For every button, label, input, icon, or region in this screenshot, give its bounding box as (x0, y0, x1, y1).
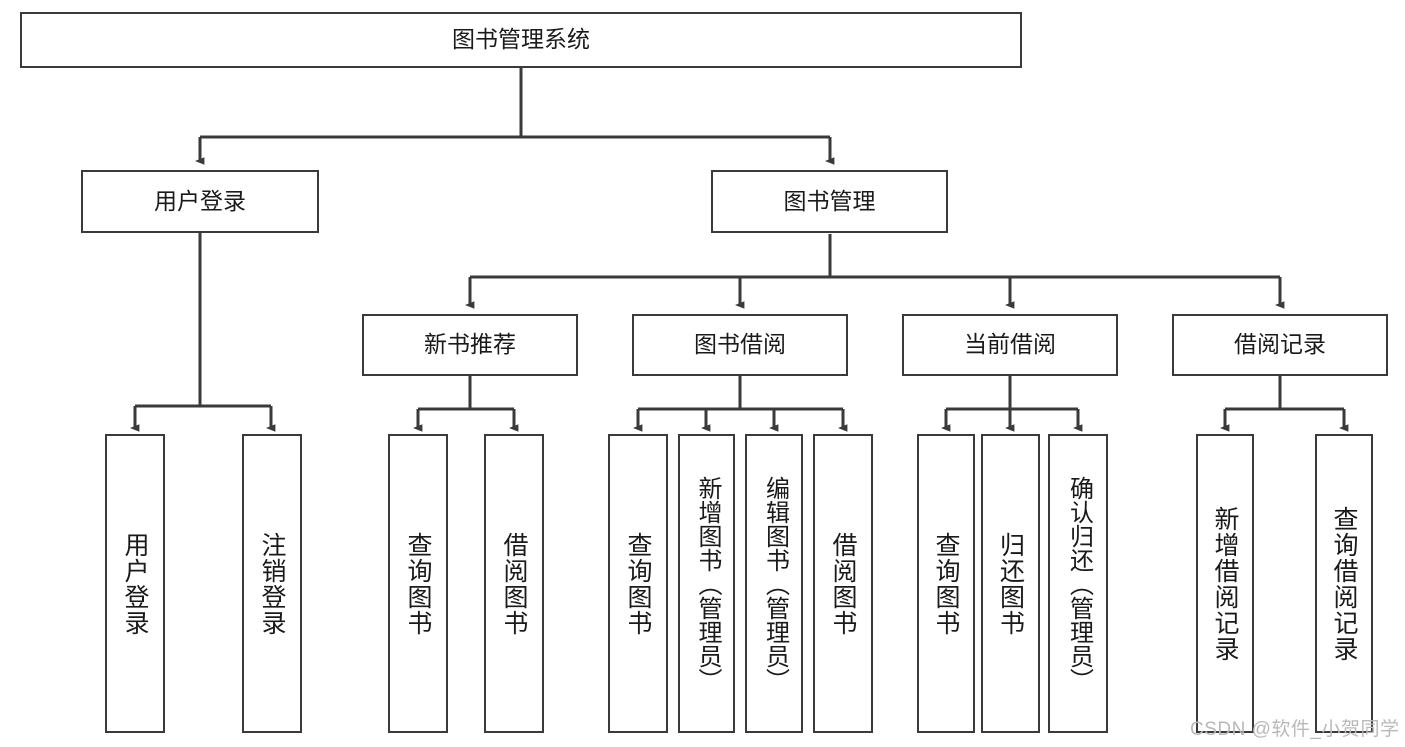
node-leaf-edit-book[interactable]: 编辑图书（管理员） (745, 434, 803, 733)
node-leaf-borrow-book-1[interactable]: 借阅图书 (484, 434, 544, 733)
node-current-borrow[interactable]: 当前借阅 (902, 314, 1118, 376)
node-user-login[interactable]: 用户登录 (81, 170, 319, 233)
node-new-book-recommend[interactable]: 新书推荐 (362, 314, 578, 376)
node-label: 归还图书 (996, 531, 1025, 636)
node-book-management[interactable]: 图书管理 (711, 170, 948, 233)
node-label: 用户登录 (121, 531, 149, 636)
node-label: 借阅记录 (1234, 331, 1326, 358)
node-label: 查询图书 (624, 531, 652, 636)
node-leaf-borrow-book-2[interactable]: 借阅图书 (813, 434, 873, 733)
node-label: 查询图书 (404, 531, 432, 636)
node-label: 确认归还（管理员） (1065, 475, 1093, 692)
node-label: 新书推荐 (424, 331, 516, 358)
node-leaf-confirm-return[interactable]: 确认归还（管理员） (1048, 434, 1108, 733)
node-root-system[interactable]: 图书管理系统 (20, 12, 1022, 68)
node-leaf-logout[interactable]: 注销登录 (242, 434, 302, 733)
node-label: 当前借阅 (964, 331, 1056, 358)
node-leaf-add-book[interactable]: 新增图书（管理员） (678, 434, 735, 733)
node-label: 查询图书 (932, 531, 960, 636)
node-label: 新增借阅记录 (1211, 505, 1239, 662)
node-leaf-query-book-3[interactable]: 查询图书 (917, 434, 975, 733)
node-label: 借阅图书 (829, 531, 857, 636)
node-label: 注销登录 (258, 531, 286, 636)
node-label: 新增图书（管理员） (693, 475, 721, 692)
node-label: 图书管理系统 (452, 26, 590, 53)
node-borrow-record[interactable]: 借阅记录 (1172, 314, 1388, 376)
node-leaf-user-login[interactable]: 用户登录 (105, 434, 165, 733)
node-label: 图书借阅 (694, 331, 786, 358)
node-label: 借阅图书 (500, 531, 528, 636)
node-leaf-query-book-1[interactable]: 查询图书 (388, 434, 448, 733)
node-leaf-query-book-2[interactable]: 查询图书 (608, 434, 668, 733)
node-leaf-add-record[interactable]: 新增借阅记录 (1196, 434, 1254, 733)
node-leaf-query-record[interactable]: 查询借阅记录 (1315, 434, 1373, 733)
node-label: 用户登录 (154, 187, 246, 214)
node-book-borrow[interactable]: 图书借阅 (632, 314, 848, 376)
node-leaf-return-book[interactable]: 归还图书 (981, 434, 1040, 733)
node-label: 图书管理 (783, 187, 876, 214)
node-label: 查询借阅记录 (1330, 505, 1358, 662)
watermark: CSDN @软件_小贺同学 (1190, 719, 1400, 740)
node-label: 编辑图书（管理员） (761, 475, 789, 692)
